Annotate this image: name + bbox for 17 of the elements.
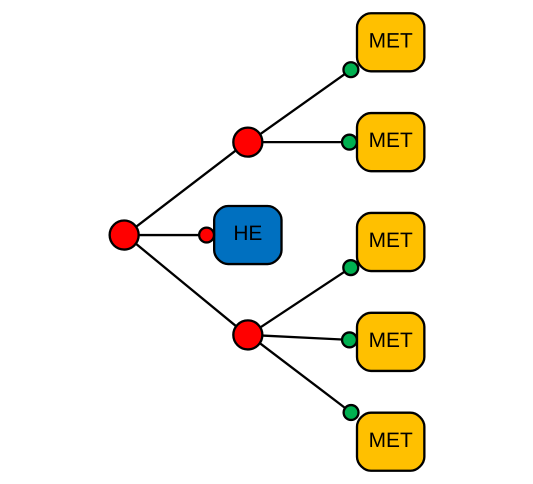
node-box: MET bbox=[355, 112, 426, 172]
node-circle bbox=[232, 126, 264, 158]
node-box: MET bbox=[355, 412, 426, 472]
node-box: HE bbox=[212, 204, 282, 266]
node-circle bbox=[232, 319, 264, 351]
connector bbox=[259, 259, 359, 328]
node-box: MET bbox=[355, 212, 426, 272]
connector bbox=[259, 61, 359, 135]
connector bbox=[262, 331, 358, 348]
connector bbox=[134, 243, 236, 328]
connector bbox=[262, 134, 358, 151]
node-circle bbox=[108, 219, 140, 251]
connector bbox=[258, 342, 360, 422]
node-box: MET bbox=[355, 12, 426, 72]
connector bbox=[138, 226, 215, 244]
connector bbox=[135, 149, 236, 228]
node-box: MET bbox=[355, 312, 426, 372]
